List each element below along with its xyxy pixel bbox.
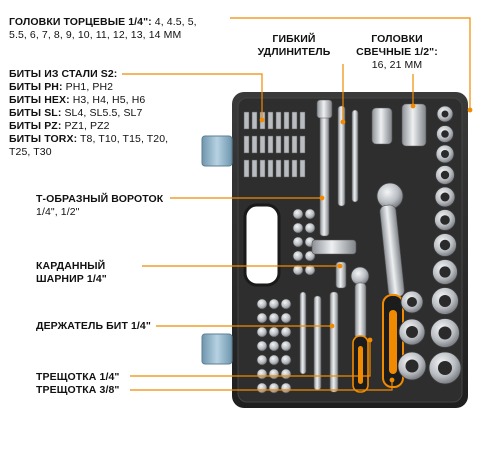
sockets-quarter-title: ГОЛОВКИ ТОРЦЕВЫЕ 1/4":	[9, 16, 152, 28]
sockets-quarter-line1: 4, 4.5, 5,	[154, 16, 197, 28]
extension-bars	[299, 99, 359, 393]
case-clip-bottom	[201, 333, 233, 365]
sockets-quarter-callout: ГОЛОВКИ ТОРЦЕВЫЕ 1/4": 4, 4.5, 5, 5.5, 6…	[9, 16, 197, 42]
ratchets-line1: ТРЕЩОТКА 1/4"	[36, 371, 120, 383]
t-handle-callout: Т-ОБРАЗНЫЙ ВОРОТОК 1/4", 1/2"	[36, 193, 163, 219]
sockets-quarter-line2: 5.5, 6, 7, 8, 9, 10, 11, 12, 13, 14 MM	[9, 29, 182, 41]
bits-sl-name: БИТЫ SL:	[9, 107, 62, 119]
bits-ph-name: БИТЫ PH:	[9, 81, 63, 93]
bits-torx-values: T8, T10, T15, T20,	[80, 133, 169, 145]
flex-extension-line1: ГИБКИЙ	[272, 33, 316, 45]
bits-torx-cont: T25, T30	[9, 146, 52, 158]
spark-plug-callout: ГОЛОВКИ СВЕЧНЫЕ 1/2": 16, 21 MM	[355, 33, 439, 72]
flex-extension-line2: УДЛИНИТЕЛЬ	[257, 46, 331, 58]
t-handle-line2: 1/4", 1/2"	[36, 206, 80, 218]
bits-title: БИТЫ ИЗ СТАЛИ S2:	[9, 68, 118, 80]
bit-holder-callout: ДЕРЖАТЕЛЬ БИТ 1/4"	[36, 320, 151, 333]
universal-joint-callout: КАРДАННЫЙ ШАРНИР 1/4"	[36, 260, 107, 286]
spark-plug-line2: СВЕЧНЫЕ 1/2":	[356, 46, 438, 58]
small-sockets-grid	[292, 208, 316, 276]
universal-joint-tool	[335, 261, 347, 289]
ratchets-callout: ТРЕЩОТКА 1/4" ТРЕЩОТКА 3/8"	[36, 371, 120, 397]
bits-hex-name: БИТЫ HEX:	[9, 94, 70, 106]
bits-pz-name: БИТЫ PZ:	[9, 120, 62, 132]
bits-callout: БИТЫ ИЗ СТАЛИ S2: БИТЫ PH: PH1, PH2 БИТЫ…	[9, 68, 168, 159]
quarter-sockets-grid	[256, 298, 292, 394]
ratchets-line2: ТРЕЩОТКА 3/8"	[36, 384, 120, 396]
spark-plug-sockets	[371, 103, 427, 147]
universal-joint-line1: КАРДАННЫЙ	[36, 260, 106, 272]
bits-sl-values: SL4, SL5.5, SL7	[64, 107, 143, 119]
bits-pz-values: PZ1, PZ2	[64, 120, 110, 132]
flex-extension-callout: ГИБКИЙ УДЛИНИТЕЛЬ	[255, 33, 333, 59]
bits-ph-values: PH1, PH2	[65, 81, 114, 93]
bit-holder-line1: ДЕРЖАТЕЛЬ БИТ 1/4"	[36, 320, 151, 332]
case-handle	[243, 203, 281, 287]
case-clip-top	[201, 135, 233, 167]
t-handle-bar	[311, 239, 357, 255]
ratchet-3-8	[376, 182, 405, 388]
spark-plug-line1: ГОЛОВКИ	[371, 33, 423, 45]
spark-plug-line3: 16, 21 MM	[371, 59, 423, 71]
bits-set	[243, 111, 306, 178]
t-handle-line1: Т-ОБРАЗНЫЙ ВОРОТОК	[36, 193, 164, 205]
bit-holder-tool	[329, 291, 339, 393]
ratchet-1-4	[350, 266, 370, 393]
universal-joint-line2: ШАРНИР 1/4"	[36, 273, 107, 285]
callout-leaders	[122, 17, 473, 391]
bits-hex-values: H3, H4, H5, H6	[72, 94, 146, 106]
bits-torx-name: БИТЫ TORX:	[9, 133, 78, 145]
